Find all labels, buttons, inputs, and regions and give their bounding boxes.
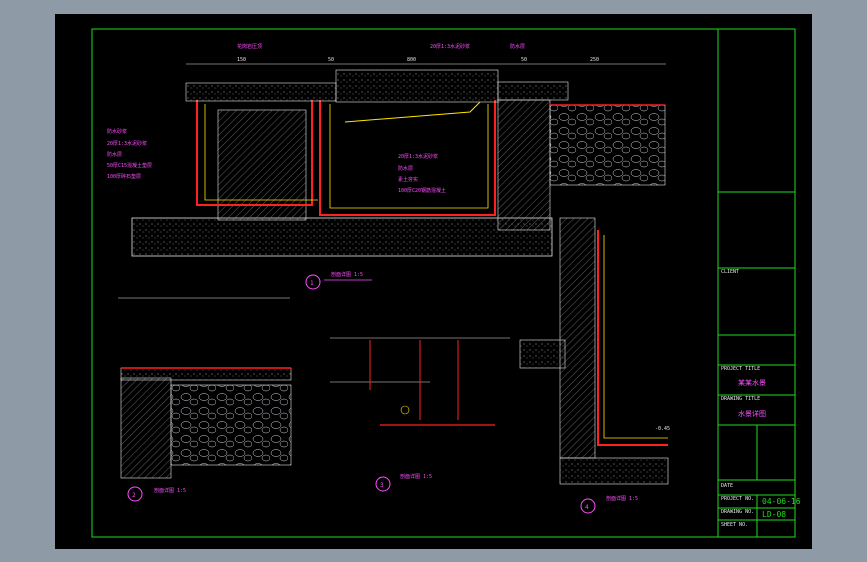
- level-callout: -0.45: [655, 426, 670, 432]
- section-1: 150 50 800 50 250 防水砂浆 20厚1:3水泥砂浆 防水层 50…: [107, 43, 666, 290]
- dim-4: 50: [521, 57, 527, 63]
- cobble-fill: [549, 104, 666, 186]
- coping-right: [497, 81, 569, 101]
- section-3-title: 剖面详图 1:5: [400, 473, 432, 480]
- tb-project-name: 某某水景: [738, 378, 766, 387]
- tb-date: DATE: [721, 483, 733, 489]
- retaining-wall: [497, 99, 551, 231]
- tb-sheet-no: SHEET NO.: [721, 522, 748, 528]
- coping-mid: [335, 69, 499, 103]
- section-2-title: 剖面详图 1:5: [154, 487, 186, 494]
- svg-text:20厚1:3水泥砂浆: 20厚1:3水泥砂浆: [398, 153, 438, 160]
- tb-drawing-name: 水景详图: [738, 409, 766, 418]
- slab-fill: [132, 218, 552, 256]
- tb-project-title: PROJECT TITLE: [721, 366, 760, 372]
- tb-drawing-no-value: LD-08: [762, 510, 786, 519]
- inner-pier: [217, 109, 307, 221]
- notes-top: 花岗岩压顶 20厚1:3水泥砂浆 防水层: [237, 43, 525, 50]
- dim-5: 250: [590, 57, 599, 63]
- svg-text:20厚1:3水泥砂浆: 20厚1:3水泥砂浆: [107, 140, 147, 147]
- svg-text:2: 2: [132, 492, 136, 499]
- dim-1: 150: [237, 57, 246, 63]
- svg-text:100厚C20钢筋混凝土: 100厚C20钢筋混凝土: [398, 187, 446, 194]
- section-1-title: 剖面详图 1:5: [331, 271, 363, 278]
- section-1-marker: [305, 274, 321, 290]
- coping-left: [185, 82, 337, 102]
- svg-text:防水层: 防水层: [510, 43, 525, 50]
- dim-3: 800: [407, 57, 416, 63]
- svg-text:20厚1:3水泥砂浆: 20厚1:3水泥砂浆: [430, 43, 470, 50]
- section-3: [330, 337, 510, 492]
- svg-text:1: 1: [310, 280, 314, 287]
- title-block-lines: [718, 191, 795, 537]
- tb-date-value: 04-06-16: [762, 497, 801, 506]
- tb-drawing-no: DRAWING NO.: [721, 509, 754, 515]
- section-4-title: 剖面详图 1:5: [606, 495, 638, 502]
- tb-client: CLIENT: [721, 269, 739, 275]
- svg-text:花岗岩压顶: 花岗岩压顶: [237, 43, 262, 50]
- svg-text:防水层: 防水层: [398, 165, 413, 172]
- svg-text:防水砂浆: 防水砂浆: [107, 128, 127, 135]
- inner-layer: [204, 104, 489, 209]
- svg-text:4: 4: [585, 504, 589, 511]
- section-2: 2 剖面详图 1:5: [118, 297, 292, 502]
- section-4: 4 剖面详图 1:5 -0.45: [519, 217, 670, 514]
- tb-drawing-title: DRAWING TITLE: [721, 396, 760, 402]
- dim-2: 50: [328, 57, 334, 63]
- svg-text:防水层: 防水层: [107, 151, 122, 158]
- notes-left: 防水砂浆 20厚1:3水泥砂浆 防水层 50厚C15混凝土垫层 100厚碎石垫层: [107, 128, 152, 180]
- svg-text:50厚C15混凝土垫层: 50厚C15混凝土垫层: [107, 162, 152, 169]
- title-block-text: CLIENT PROJECT TITLE 某某水景 DRAWING TITLE …: [721, 269, 801, 528]
- tb-project-no: PROJECT NO.: [721, 496, 754, 502]
- waterproof-layer: [196, 100, 496, 216]
- svg-text:3: 3: [380, 482, 384, 489]
- svg-text:100厚碎石垫层: 100厚碎石垫层: [107, 173, 141, 180]
- svg-text:素土夯实: 素土夯实: [398, 176, 418, 183]
- notes-mid: 20厚1:3水泥砂浆 防水层 素土夯实 100厚C20钢筋混凝土: [398, 153, 446, 194]
- water-line: [344, 101, 481, 123]
